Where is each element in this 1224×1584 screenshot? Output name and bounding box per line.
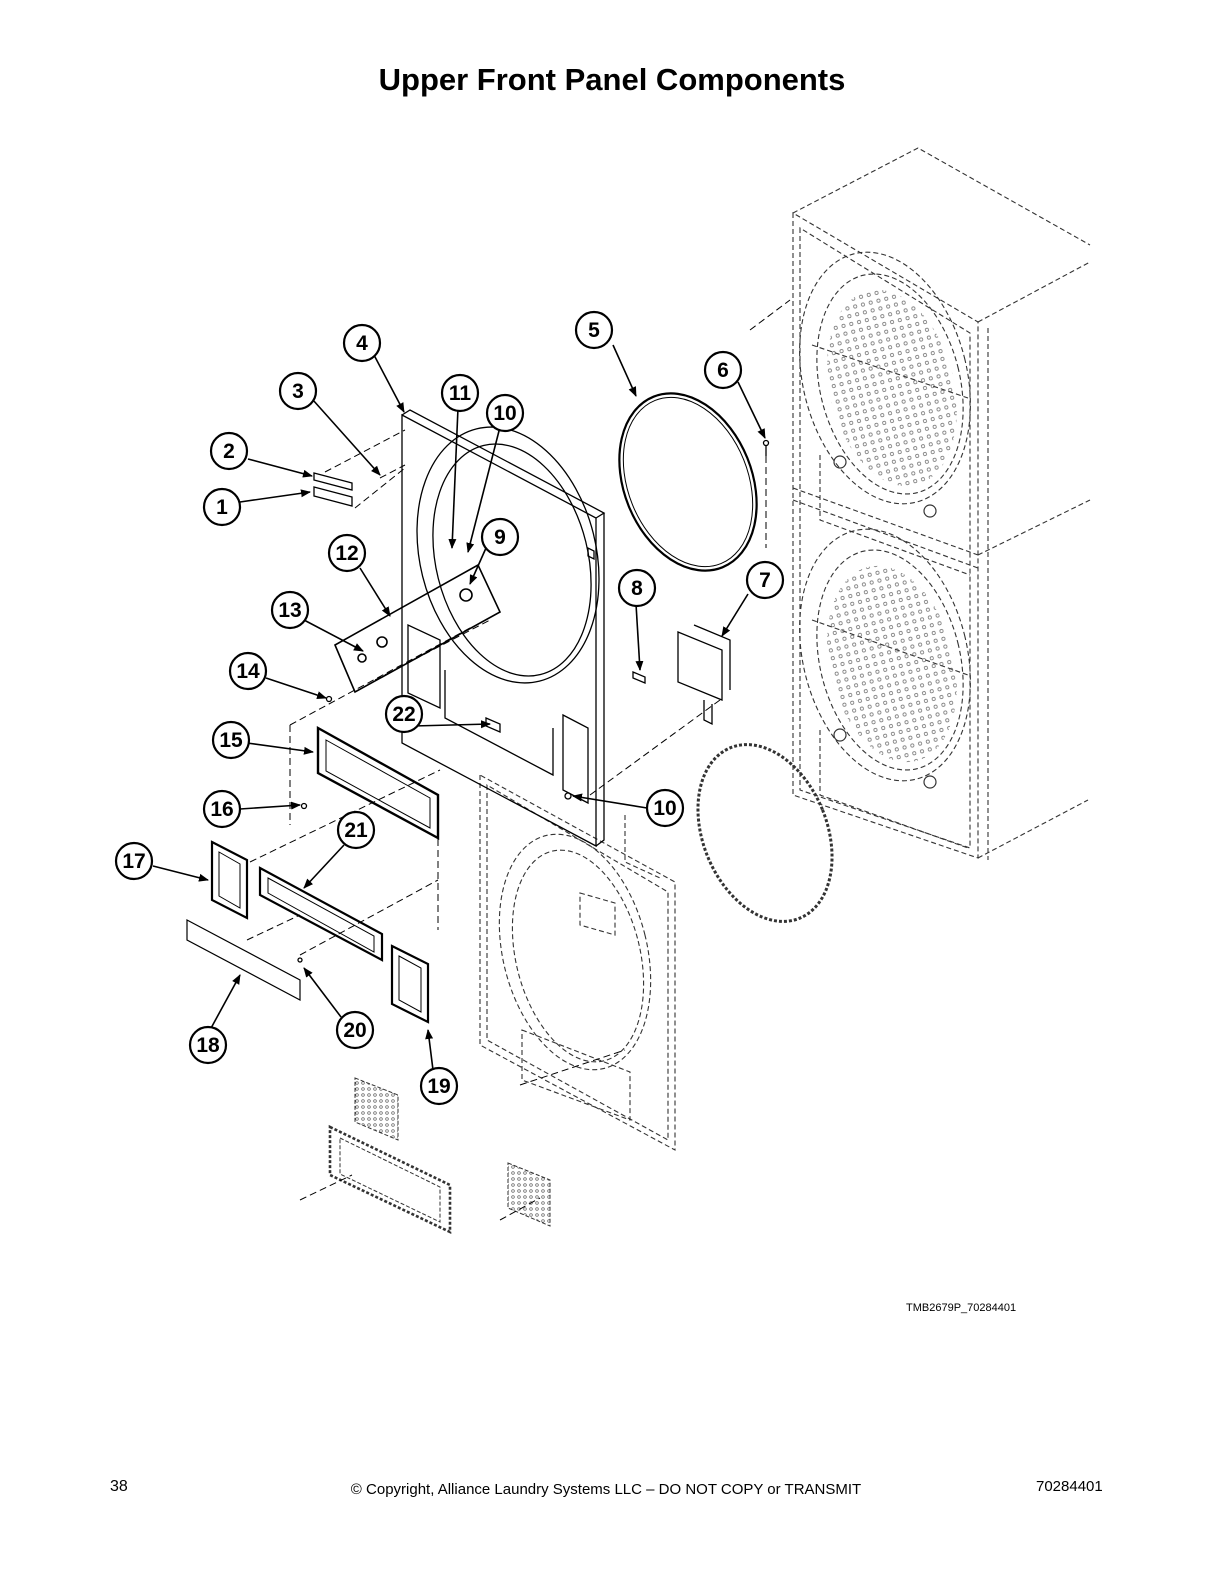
callout-16: 16 <box>210 798 233 821</box>
callout-18: 18 <box>196 1034 220 1057</box>
callout-1: 1 <box>216 496 228 519</box>
upper-front-panel <box>401 409 606 848</box>
dryer-cabinet <box>792 147 1091 860</box>
page-number: 38 <box>110 1478 128 1495</box>
small-parts <box>297 439 770 963</box>
copyright-notice: © Copyright, Alliance Laundry Systems LL… <box>350 1481 862 1498</box>
figure-code: TMB2679P_70284401 <box>906 1302 1017 1314</box>
callout-4: 4 <box>356 332 368 355</box>
side-bezel-17 <box>210 840 249 920</box>
callout-2: 2 <box>223 440 235 463</box>
lower-gasket <box>696 743 834 923</box>
callout-5: 5 <box>588 319 600 342</box>
cabinet-hinges <box>833 455 937 789</box>
callout-8: 8 <box>631 577 643 600</box>
document-number: 70284401 <box>1036 1478 1103 1495</box>
callout-6: 6 <box>717 359 729 382</box>
assembly-guides <box>246 299 791 1221</box>
labels-1-2 <box>313 472 353 507</box>
drum-perforations <box>827 289 957 763</box>
callout-7: 7 <box>759 569 771 592</box>
callout-19: 19 <box>427 1075 450 1098</box>
callout-17: 17 <box>122 850 145 873</box>
callout-21: 21 <box>344 819 368 842</box>
lower-grilles <box>328 1077 551 1235</box>
side-bezel-19 <box>390 944 430 1024</box>
page-title: Upper Front Panel Components <box>378 62 846 97</box>
callout-13: 13 <box>278 599 301 622</box>
callout-15: 15 <box>219 729 243 752</box>
callout-9: 9 <box>494 526 506 549</box>
callout-10-lower: 10 <box>653 797 676 820</box>
control-panel-frame-15 <box>316 725 440 841</box>
callout-10: 10 <box>493 402 516 425</box>
callout-14: 14 <box>236 660 260 683</box>
callout-12: 12 <box>335 542 358 565</box>
overlay-21 <box>258 866 384 962</box>
door-gasket <box>618 392 758 572</box>
callouts: 1 2 3 4 5 6 7 8 9 10 11 12 13 14 15 16 1… <box>114 310 785 1106</box>
callout-20: 20 <box>343 1019 366 1042</box>
control-bracket <box>333 563 502 694</box>
callout-11: 11 <box>449 382 472 405</box>
callout-22: 22 <box>392 703 415 726</box>
label-strip-18 <box>186 919 301 1001</box>
callout-3: 3 <box>292 380 304 403</box>
lower-front-panel <box>479 774 676 1151</box>
